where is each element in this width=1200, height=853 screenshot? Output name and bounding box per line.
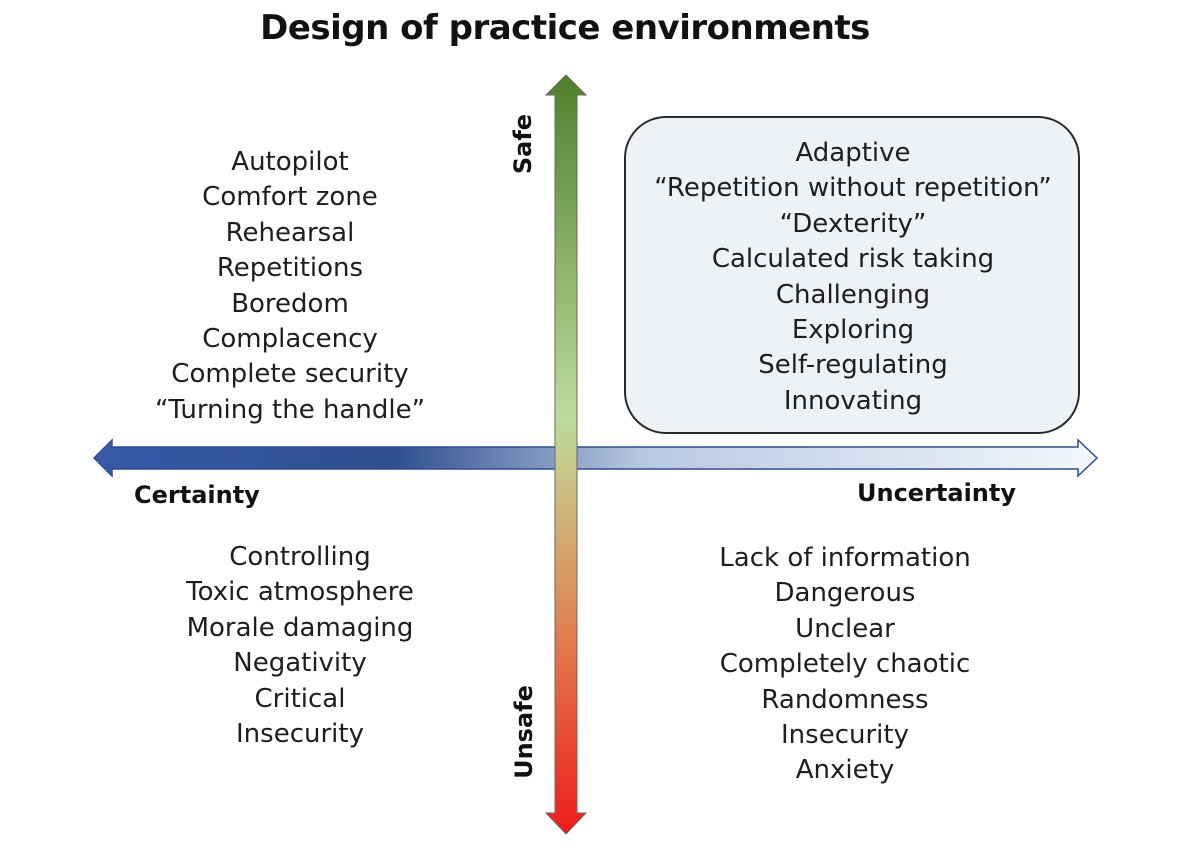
list-item: Repetitions [216,253,364,284]
top-left-quadrant-list: Autopilot Comfort zone Rehearsal Repetit… [140,145,440,428]
vertical-axis-arrow [544,74,588,835]
unsafe-axis-label: Unsafe [510,685,538,779]
list-item: Morale damaging [186,612,414,643]
page-title: Design of practice environments [260,8,870,48]
list-item: Negativity [233,648,367,679]
list-item: “Repetition without repetition” [654,173,1052,204]
list-item: Randomness [761,684,929,715]
uncertainty-axis-label: Uncertainty [857,479,1017,507]
certainty-axis-label: Certainty [134,481,260,509]
horizontal-axis-arrow [92,438,1099,478]
list-item: Exploring [791,315,915,346]
top-right-quadrant-list: Adaptive “Repetition without repetition”… [628,136,1078,419]
list-item: Autopilot [231,147,349,177]
list-item: Completely chaotic [719,649,971,680]
list-item: Complacency [202,324,378,355]
bottom-right-quadrant-list: Lack of information Dangerous Unclear Co… [680,541,1010,789]
list-item: Adaptive [795,138,911,168]
list-item: Anxiety [795,755,895,786]
list-item: Insecurity [236,719,364,750]
safe-axis-label: Safe [509,113,537,175]
list-item: Challenging [775,279,931,310]
list-item: Critical [254,683,346,714]
list-item: Comfort zone [202,182,378,213]
list-item: Controlling [229,542,371,572]
list-item: Toxic atmosphere [186,577,414,608]
list-item: Lack of information [719,543,971,573]
list-item: Dangerous [774,578,916,609]
list-item: Calculated risk taking [711,244,995,275]
adaptive-quadrant-box [624,116,1080,434]
list-item: Innovating [783,385,923,416]
list-item: “Turning the handle” [154,394,426,425]
list-item: Unclear [795,613,895,644]
list-item: Insecurity [781,720,909,751]
list-item: Rehearsal [225,217,355,248]
list-item: Boredom [231,288,349,319]
list-item: Complete security [171,359,409,390]
list-item: Self-regulating [758,350,948,381]
list-item: “Dexterity” [779,208,927,239]
bottom-left-quadrant-list: Controlling Toxic atmosphere Morale dama… [150,540,450,752]
